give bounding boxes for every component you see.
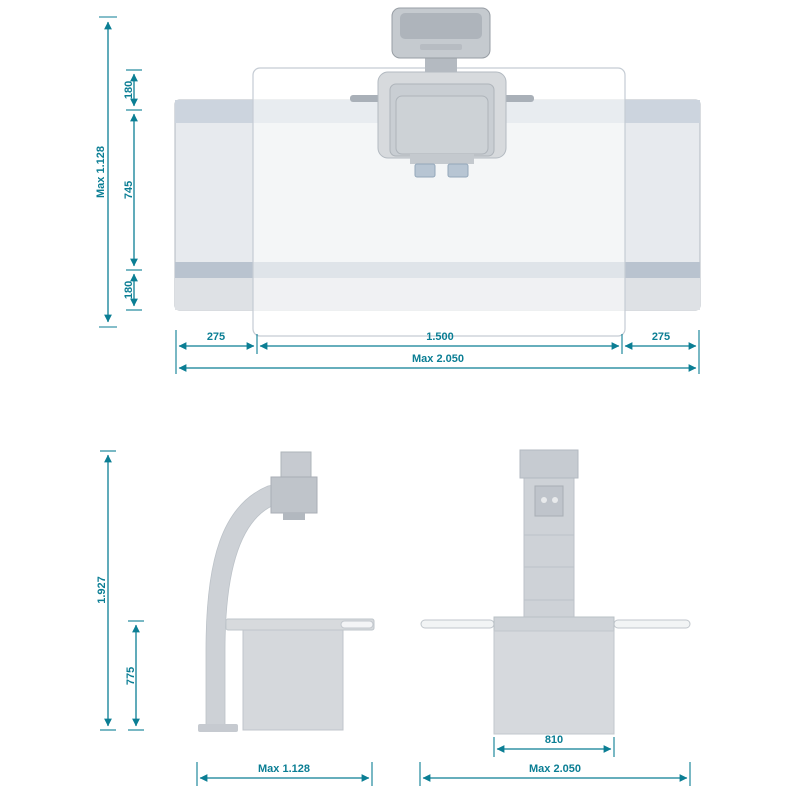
detector-knob-right bbox=[552, 497, 558, 503]
tube-neck bbox=[425, 56, 457, 72]
detector-knob-left bbox=[541, 497, 547, 503]
dim-label-overall-height: Max 1.128 bbox=[95, 146, 107, 198]
dim-label-overhang-right: 275 bbox=[652, 331, 670, 343]
dim-label-tabletop-length: 1.500 bbox=[426, 331, 454, 343]
side-view-detector-box bbox=[534, 485, 564, 517]
top-view-horizontal-dimensions: 275 1.500 275 Max 2.050 bbox=[175, 330, 700, 374]
side-view-tabletop-right-wing bbox=[613, 619, 691, 629]
tube-head-collimator bbox=[283, 513, 305, 520]
side-view-dimensions: 810 Max 2.050 bbox=[419, 734, 691, 786]
front-view-cabinet bbox=[242, 629, 344, 731]
top-view-vertical-dimensions: Max 1.128 180 745 180 bbox=[95, 16, 142, 328]
side-view-cabinet bbox=[493, 630, 615, 735]
front-view: 1.927 775 Max 1.128 bbox=[96, 450, 375, 786]
tube-pad-left bbox=[414, 163, 436, 178]
front-view-vertical-dimensions: 1.927 775 bbox=[96, 450, 144, 731]
tube-body bbox=[395, 95, 489, 155]
front-view-tube-head bbox=[270, 451, 318, 520]
front-view-horizontal-dimension: Max 1.128 bbox=[196, 762, 373, 786]
side-view: 810 Max 2.050 bbox=[419, 449, 691, 786]
front-view-tabletop-edge bbox=[340, 620, 374, 629]
side-view-column-cap bbox=[519, 449, 579, 479]
side-view-table-center bbox=[493, 616, 615, 632]
dim-label-overall-length: Max 2.050 bbox=[412, 353, 464, 365]
side-view-tabletop-left-wing bbox=[420, 619, 495, 629]
dim-label-overall-length: Max 2.050 bbox=[529, 763, 581, 775]
dim-label-center-height: 745 bbox=[123, 181, 135, 199]
tube-head-body bbox=[270, 476, 318, 514]
dim-label-overall-height: 1.927 bbox=[96, 576, 108, 604]
dim-label-offset-top: 180 bbox=[123, 81, 135, 99]
tube-pad-right bbox=[447, 163, 469, 178]
tube-head-top bbox=[280, 451, 312, 478]
c-arm-foot bbox=[198, 724, 238, 732]
tube-assembly-top-view bbox=[350, 7, 534, 178]
dim-label-overhang-left: 275 bbox=[207, 331, 225, 343]
dim-label-table-height: 775 bbox=[125, 667, 137, 685]
collimator-window bbox=[400, 13, 482, 39]
top-view: Max 1.128 180 745 180 275 1.500 275 bbox=[95, 7, 701, 374]
tube-base-plate bbox=[410, 154, 474, 164]
collimator-label-strip bbox=[420, 44, 462, 50]
dim-label-base-width: 810 bbox=[545, 734, 563, 746]
dim-label-offset-bottom: 180 bbox=[123, 281, 135, 299]
dim-label-overall-width: Max 1.128 bbox=[258, 763, 310, 775]
